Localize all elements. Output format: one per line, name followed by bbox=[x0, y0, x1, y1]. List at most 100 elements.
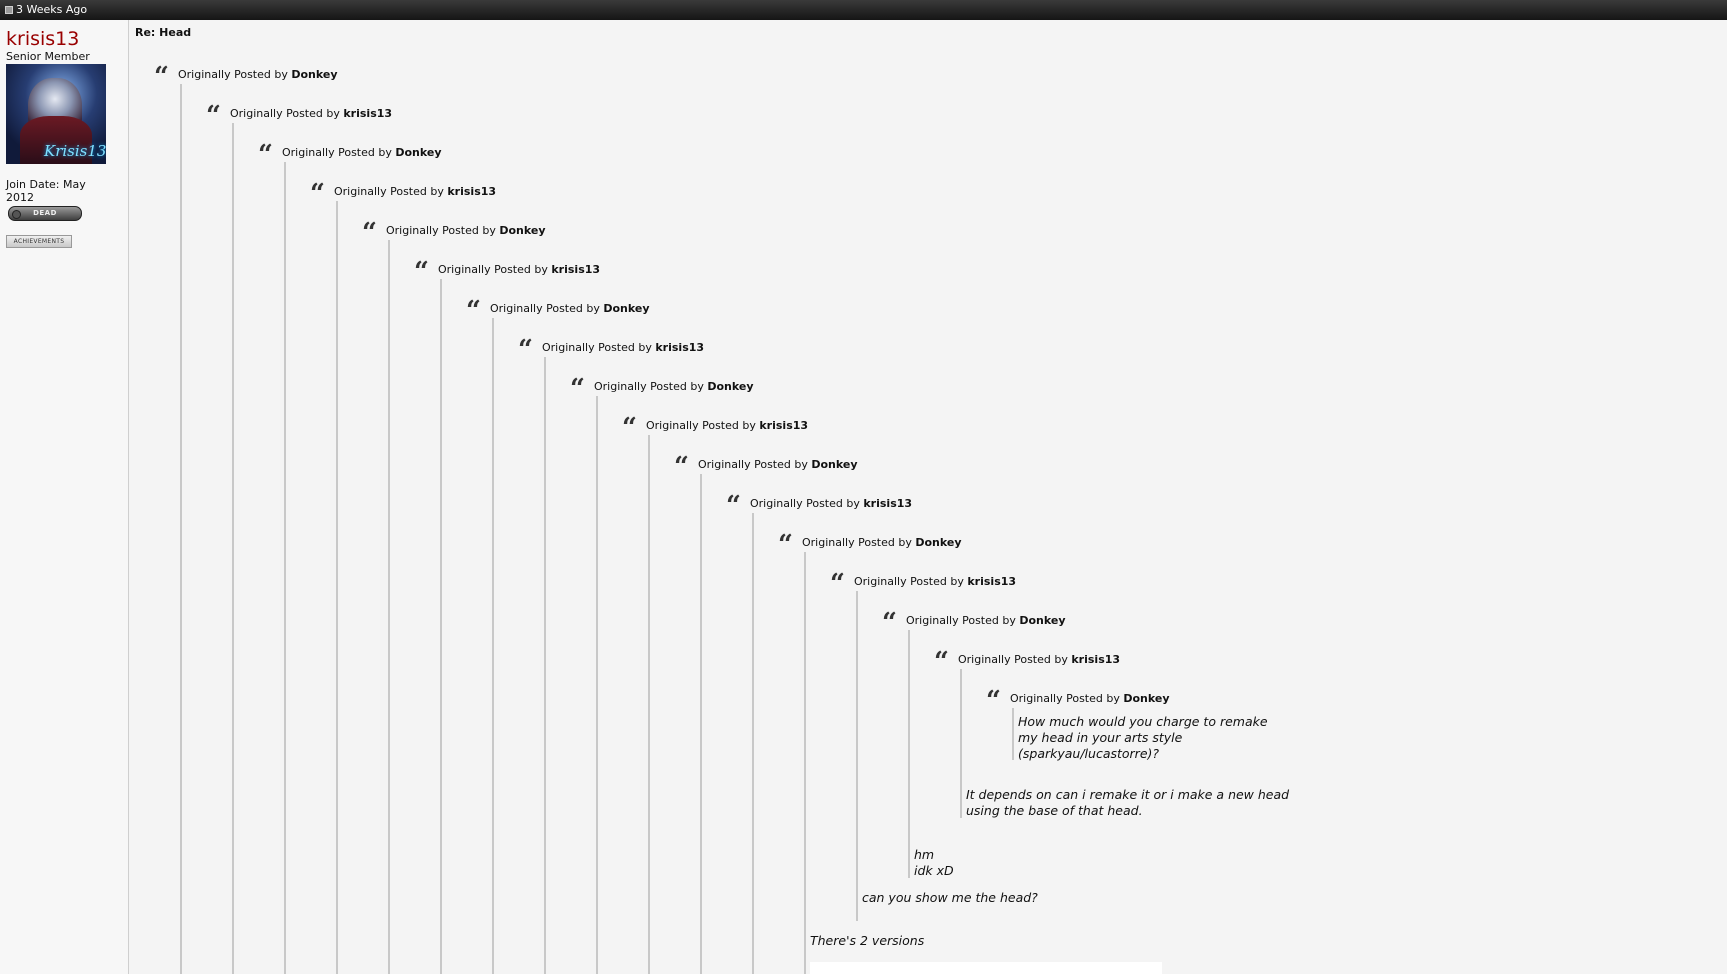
quote-icon: “ bbox=[882, 608, 897, 638]
post-icon bbox=[5, 6, 13, 14]
status-badge-label: DEAD bbox=[33, 209, 57, 217]
quote-icon: “ bbox=[466, 296, 481, 326]
status-badge: DEAD bbox=[8, 206, 82, 221]
quote-border bbox=[648, 435, 650, 974]
quote-author: Donkey bbox=[915, 536, 962, 549]
quote-icon: “ bbox=[726, 491, 741, 521]
quote-author: krisis13 bbox=[447, 185, 497, 198]
quote-author: Donkey bbox=[603, 302, 650, 315]
quote-border bbox=[856, 591, 858, 921]
quote-border bbox=[960, 669, 962, 818]
quote-prefix: Originally Posted by bbox=[698, 458, 812, 471]
quote-attribution: Originally Posted by krisis13 bbox=[958, 653, 1120, 667]
attachment-area bbox=[810, 962, 1162, 974]
quote-icon: “ bbox=[986, 686, 1001, 716]
quote-prefix: Originally Posted by bbox=[750, 497, 864, 510]
message-line: can you show me the head? bbox=[862, 890, 1038, 905]
quote-attribution: Originally Posted by krisis13 bbox=[854, 575, 1016, 589]
quote-border bbox=[700, 474, 702, 974]
quote-attribution: Originally Posted by krisis13 bbox=[438, 263, 600, 277]
quote-border bbox=[232, 123, 234, 974]
quote-prefix: Originally Posted by bbox=[542, 341, 656, 354]
quote-author: krisis13 bbox=[655, 341, 705, 354]
message-line: How much would you charge to remake bbox=[1018, 714, 1268, 729]
quote-icon: “ bbox=[674, 452, 689, 482]
quote-prefix: Originally Posted by bbox=[334, 185, 448, 198]
quote-prefix: Originally Posted by bbox=[490, 302, 604, 315]
quote-prefix: Originally Posted by bbox=[1010, 692, 1124, 705]
achievements-button[interactable]: ACHIEVEMENTS bbox=[6, 235, 72, 248]
quote-attribution: Originally Posted by Donkey bbox=[906, 614, 1066, 628]
quote-icon: “ bbox=[570, 374, 585, 404]
quote-author: Donkey bbox=[291, 68, 338, 81]
quote-author: krisis13 bbox=[863, 497, 913, 510]
quote-author: krisis13 bbox=[967, 575, 1017, 588]
message-line: hm bbox=[914, 847, 935, 862]
quote-border bbox=[544, 357, 546, 974]
quote-author: krisis13 bbox=[759, 419, 809, 432]
message-line: (sparkyau/lucastorre)? bbox=[1018, 746, 1160, 761]
post-title: Re: Head bbox=[135, 26, 192, 39]
quote-border bbox=[752, 513, 754, 974]
quote-attribution: Originally Posted by krisis13 bbox=[230, 107, 392, 121]
quote-border bbox=[336, 201, 338, 974]
quote-icon: “ bbox=[258, 140, 273, 170]
quote-icon: “ bbox=[310, 179, 325, 209]
quote-attribution: Originally Posted by Donkey bbox=[386, 224, 546, 238]
post-header-bar: 3 Weeks Ago bbox=[0, 0, 1727, 20]
quote-border bbox=[180, 84, 182, 974]
quote-attribution: Originally Posted by krisis13 bbox=[646, 419, 808, 433]
avatar[interactable]: Krisis13 bbox=[6, 64, 106, 164]
quote-attribution: Originally Posted by krisis13 bbox=[750, 497, 912, 511]
quote-message: There's 2 versions bbox=[810, 933, 924, 949]
quote-icon: “ bbox=[830, 569, 845, 599]
avatar-cape bbox=[20, 116, 92, 164]
quote-border bbox=[1012, 708, 1014, 760]
message-line: using the base of that head. bbox=[966, 803, 1143, 818]
quote-border bbox=[388, 240, 390, 974]
quote-prefix: Originally Posted by bbox=[282, 146, 396, 159]
quote-prefix: Originally Posted by bbox=[594, 380, 708, 393]
post-date: 3 Weeks Ago bbox=[16, 3, 88, 16]
quote-prefix: Originally Posted by bbox=[438, 263, 552, 276]
user-title: Senior Member bbox=[6, 50, 90, 63]
quote-author: krisis13 bbox=[551, 263, 601, 276]
quote-prefix: Originally Posted by bbox=[178, 68, 292, 81]
quote-prefix: Originally Posted by bbox=[958, 653, 1072, 666]
quote-icon: “ bbox=[362, 218, 377, 248]
quote-border bbox=[440, 279, 442, 974]
quote-message: It depends on can i remake it or i make … bbox=[966, 787, 1289, 819]
message-line: idk xD bbox=[914, 863, 954, 878]
quote-border bbox=[908, 630, 910, 878]
quote-author: Donkey bbox=[499, 224, 546, 237]
quote-attribution: Originally Posted by Donkey bbox=[802, 536, 962, 550]
quote-icon: “ bbox=[934, 647, 949, 677]
quote-icon: “ bbox=[518, 335, 533, 365]
message-line: There's 2 versions bbox=[810, 933, 925, 948]
message-line: It depends on can i remake it or i make … bbox=[966, 787, 1290, 802]
quote-message: can you show me the head? bbox=[862, 890, 1038, 906]
quote-attribution: Originally Posted by Donkey bbox=[1010, 692, 1170, 706]
quote-border bbox=[596, 396, 598, 974]
quote-attribution: Originally Posted by Donkey bbox=[178, 68, 338, 82]
quote-prefix: Originally Posted by bbox=[802, 536, 916, 549]
message-line: my head in your arts style bbox=[1018, 730, 1183, 745]
username-link[interactable]: krisis13 bbox=[6, 28, 80, 50]
quote-border bbox=[804, 552, 806, 974]
quote-prefix: Originally Posted by bbox=[386, 224, 500, 237]
quote-author: krisis13 bbox=[1071, 653, 1121, 666]
quote-prefix: Originally Posted by bbox=[646, 419, 760, 432]
quote-attribution: Originally Posted by Donkey bbox=[594, 380, 754, 394]
quote-icon: “ bbox=[154, 62, 169, 92]
user-info-panel: krisis13 Senior Member Krisis13 Join Dat… bbox=[0, 20, 129, 974]
join-date: Join Date: May 2012 bbox=[6, 178, 86, 204]
quote-border bbox=[284, 162, 286, 974]
quote-attribution: Originally Posted by krisis13 bbox=[334, 185, 496, 199]
quote-author: Donkey bbox=[1123, 692, 1170, 705]
quote-author: Donkey bbox=[707, 380, 754, 393]
quote-attribution: Originally Posted by krisis13 bbox=[542, 341, 704, 355]
quote-prefix: Originally Posted by bbox=[906, 614, 1020, 627]
quote-icon: “ bbox=[622, 413, 637, 443]
quote-author: krisis13 bbox=[343, 107, 393, 120]
